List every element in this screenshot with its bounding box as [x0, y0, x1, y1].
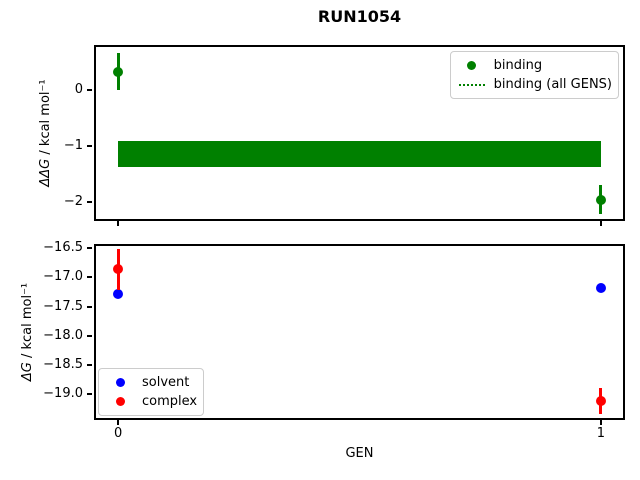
y-tick-label: 0 [74, 81, 83, 97]
data-point-complex [113, 264, 124, 275]
y-tick-label: −17.0 [43, 269, 83, 285]
legend-label-complex: complex [142, 394, 198, 409]
y-tick-mark [87, 334, 92, 337]
binding-all-gens-dotted-line-icon [458, 83, 485, 86]
axes-bottom [94, 244, 625, 420]
complex-dot-marker-icon [115, 397, 125, 406]
chart-title: RUN1054 [317, 7, 402, 26]
y-tick-mark [87, 276, 92, 279]
y-tick-mark [87, 144, 92, 147]
uncertainty-band [118, 141, 601, 168]
data-point-complex [595, 395, 606, 406]
y-tick-mark [87, 88, 92, 91]
legend-entry-solvent: solvent [105, 373, 197, 392]
data-point-binding [595, 194, 606, 205]
legend-top: binding binding (all GENS) [449, 51, 619, 99]
y-tick-mark [87, 201, 92, 204]
solvent-dot-marker-icon [115, 378, 125, 387]
x-tick-mark [117, 420, 120, 425]
data-point-binding [113, 66, 124, 77]
x-tick-mark [599, 420, 602, 425]
x-tick-label: 0 [113, 426, 123, 441]
x-axis-label: GEN [345, 446, 374, 461]
y-tick-label: −1 [63, 137, 83, 153]
y-tick-mark [87, 305, 92, 308]
y-tick-label: −18.5 [43, 357, 83, 373]
data-point-solvent [595, 282, 606, 293]
x-tick-mark [117, 221, 120, 226]
binding-dot-marker-icon [467, 61, 477, 70]
legend-label-binding: binding [493, 58, 543, 73]
legend-entry-binding: binding [457, 56, 612, 75]
y-tick-mark [87, 247, 92, 250]
y-tick-label: −17.5 [43, 298, 83, 314]
y-tick-label: −2 [63, 194, 83, 210]
legend-bottom: solvent complex [98, 368, 205, 416]
y-tick-mark [87, 393, 92, 396]
ylabel-bottom-units: / kcal mol⁻¹ [20, 282, 35, 363]
legend-entry-complex: complex [105, 392, 197, 411]
legend-entry-binding-all-gens: binding (all GENS) [457, 75, 612, 94]
y-tick-mark [87, 364, 92, 367]
x-tick-mark [599, 221, 602, 226]
legend-label-binding-all-gens: binding (all GENS) [493, 77, 612, 92]
y-tick-label: −18.0 [43, 327, 83, 343]
axes-top [94, 45, 625, 221]
ylabel-top-math: ΔΔG [38, 158, 53, 187]
data-point-solvent [113, 289, 124, 300]
y-tick-label: −16.5 [43, 240, 83, 256]
legend-label-solvent: solvent [142, 375, 190, 390]
x-tick-label: 1 [596, 426, 605, 441]
y-tick-label: −19.0 [43, 386, 83, 402]
